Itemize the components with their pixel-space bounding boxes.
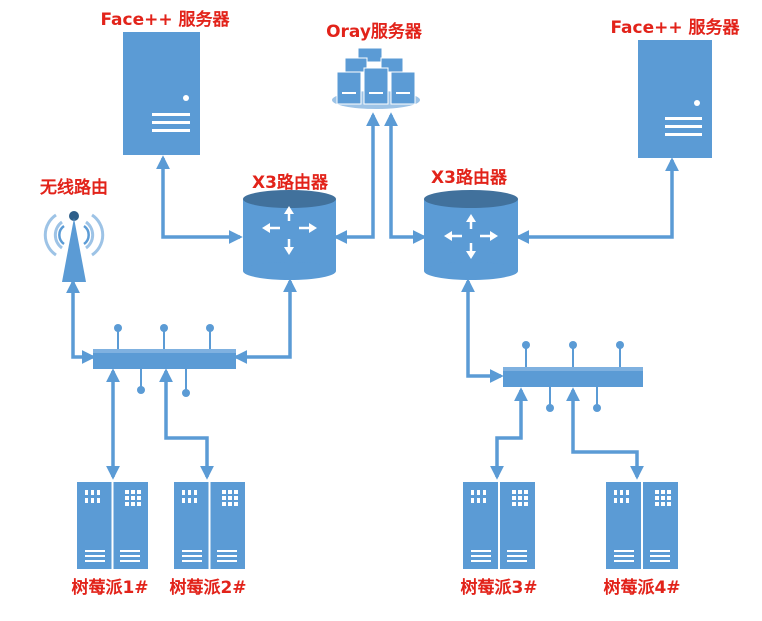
link-face-right-router bbox=[515, 157, 679, 244]
link-switch-left-router bbox=[233, 278, 297, 364]
face-server-right: Face++ 服务器 bbox=[610, 17, 741, 158]
face-server-left-label: Face++ 服务器 bbox=[100, 9, 230, 30]
connections bbox=[66, 112, 679, 480]
pi1: 树莓派1# bbox=[71, 482, 149, 598]
oray-server: Oray服务器 bbox=[326, 21, 423, 109]
pi4-label: 树莓派4# bbox=[603, 578, 680, 598]
link-switch-pi2 bbox=[159, 368, 214, 480]
face-server-right-label: Face++ 服务器 bbox=[610, 17, 740, 38]
face-server-left: Face++ 服务器 bbox=[100, 9, 231, 155]
rack-cabinet-icon bbox=[606, 482, 678, 569]
rack-cabinet-icon bbox=[174, 482, 245, 569]
link-switch-pi4 bbox=[566, 387, 644, 480]
link-oray-right-router bbox=[384, 112, 427, 244]
rack-cabinet-icon bbox=[77, 482, 148, 569]
router-right-label: X3路由器 bbox=[431, 167, 508, 188]
link-switch-pi3 bbox=[490, 387, 528, 480]
wireless-router: 无线路由 bbox=[39, 177, 108, 282]
tower-server-icon bbox=[638, 40, 712, 158]
link-right-router-switch bbox=[461, 278, 504, 383]
pi3: 树莓派3# bbox=[460, 482, 538, 598]
switch-right bbox=[503, 341, 643, 412]
pi4: 树莓派4# bbox=[603, 482, 681, 598]
router-left: X3路由器 bbox=[243, 172, 336, 280]
router-icon bbox=[424, 190, 518, 280]
pi3-label: 树莓派3# bbox=[460, 578, 537, 598]
link-oray-left-router bbox=[333, 112, 380, 244]
pi2: 树莓派2# bbox=[169, 482, 247, 598]
router-icon bbox=[243, 190, 336, 280]
switch-left bbox=[93, 324, 236, 397]
wireless-router-label: 无线路由 bbox=[39, 177, 108, 198]
pi1-label: 树莓派1# bbox=[71, 578, 148, 598]
link-wireless-switch bbox=[66, 279, 96, 364]
rack-cabinet-icon bbox=[463, 482, 535, 569]
link-face-left-router bbox=[156, 155, 243, 244]
server-cluster-icon bbox=[332, 47, 420, 109]
oray-server-label: Oray服务器 bbox=[326, 21, 423, 42]
network-switch-icon bbox=[503, 341, 643, 412]
network-switch-icon bbox=[93, 324, 236, 397]
router-left-label: X3路由器 bbox=[252, 172, 329, 193]
tower-server-icon bbox=[123, 32, 200, 155]
router-right: X3路由器 bbox=[424, 167, 518, 280]
pi2-label: 树莓派2# bbox=[169, 578, 246, 598]
wireless-antenna-icon bbox=[43, 211, 105, 282]
